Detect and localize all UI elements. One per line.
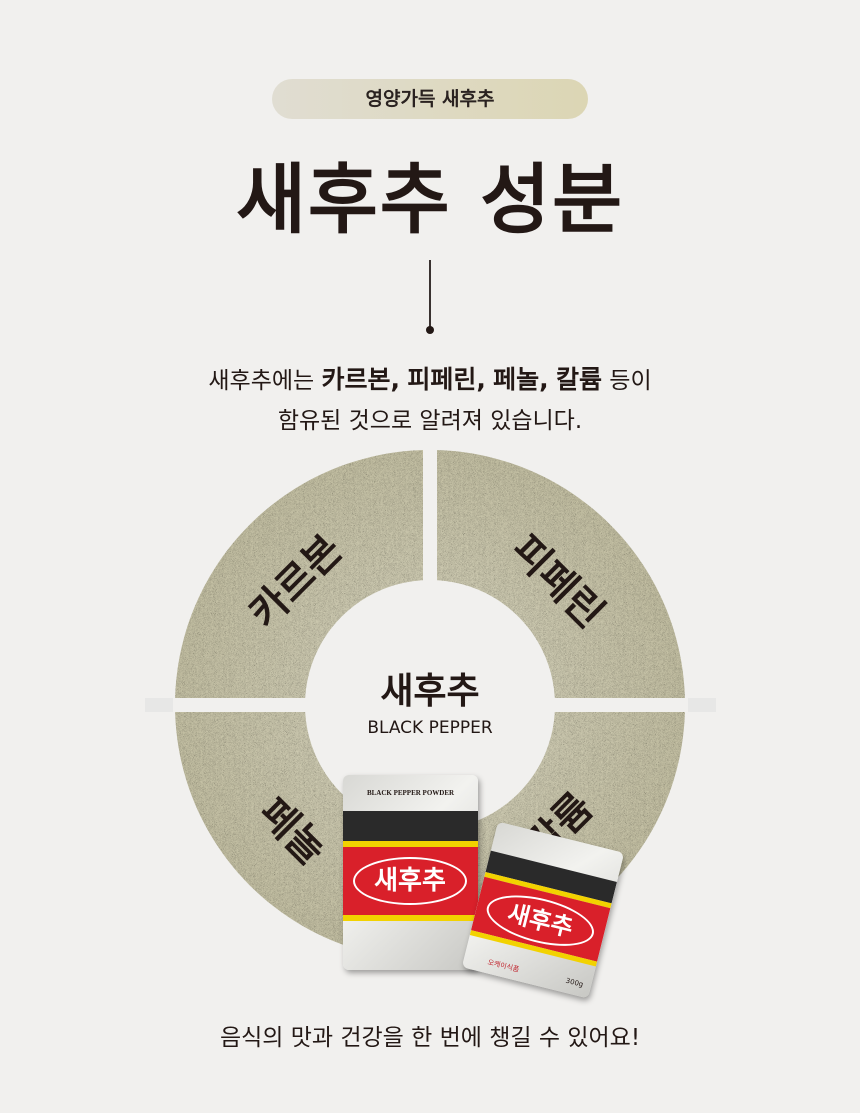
ingredient-potassium: 칼륨 bbox=[555, 365, 602, 394]
center-subtitle: BLACK PEPPER bbox=[367, 718, 493, 738]
product-name: 새후추 bbox=[353, 857, 467, 905]
ring-segment bbox=[175, 450, 686, 960]
ingredient-ring bbox=[145, 450, 716, 960]
description: 새후추에는 카르본, 피페린, 페놀, 칼륨 등이 함유된 것으로 알려져 있습… bbox=[0, 360, 860, 441]
divider-line bbox=[429, 260, 431, 328]
ring-gap-left bbox=[145, 698, 173, 712]
product-brand: 오케이식품 bbox=[486, 958, 520, 974]
page-title: 새후추 성분 bbox=[235, 155, 625, 244]
product-weight: 300g bbox=[564, 976, 585, 989]
center-title: 새후추 bbox=[380, 671, 480, 712]
subtitle-badge: 영양가득 새후추 bbox=[272, 79, 588, 119]
ingredient-phenol: 페놀, bbox=[493, 365, 549, 394]
description-line2: 함유된 것으로 알려져 있습니다. bbox=[277, 408, 583, 434]
ingredient-piperine: 피페린, bbox=[407, 365, 486, 394]
footer-text: 음식의 맛과 건강을 한 번에 챙길 수 있어요! bbox=[219, 1025, 641, 1051]
ring-gap-right bbox=[688, 698, 716, 712]
ingredient-carvone: 카르본, bbox=[321, 365, 401, 394]
product-en-label: BLACK PEPPER POWDER bbox=[366, 789, 455, 797]
product-package-large: BLACK PEPPER POWDER 새후추 bbox=[343, 775, 478, 970]
divider-dot bbox=[426, 326, 434, 334]
